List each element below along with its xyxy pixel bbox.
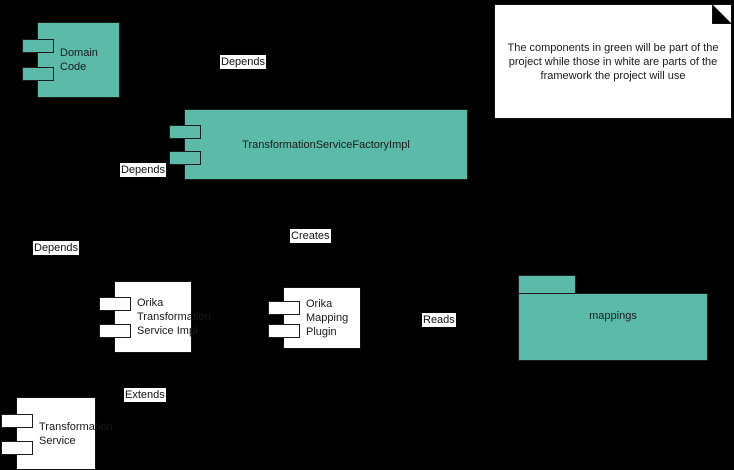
component-label: Orika Mapping Plugin — [306, 298, 349, 338]
component-port-icon — [169, 125, 201, 140]
component-transformation-service[interactable]: Transformation Service — [1, 397, 113, 470]
component-port-icon — [268, 324, 300, 338]
package-body — [518, 293, 708, 361]
component-port-icon — [99, 297, 131, 312]
component-transformation-service-factory-impl[interactable]: TransformationServiceFactoryImpl — [169, 109, 468, 180]
package-tab — [518, 275, 576, 293]
component-port-icon — [22, 39, 54, 54]
component-label: TransformationServiceFactoryImpl — [242, 138, 410, 151]
package-label: mappings — [589, 310, 637, 322]
relationship-label-depends-impl-to-plugin[interactable]: Depends — [33, 241, 80, 255]
note-fold-corner-icon — [712, 4, 732, 24]
component-port-icon — [1, 440, 33, 455]
relationship-label-depends-domain-to-factory[interactable]: Depends — [220, 55, 267, 69]
component-port-icon — [99, 324, 131, 338]
component-orika-mapping-plugin[interactable]: Orika Mapping Plugin — [268, 287, 361, 349]
component-label: Domain Code — [60, 47, 98, 73]
component-label: Orika Transformation Service Impl — [137, 297, 211, 337]
note-text: The components in green will be part of … — [507, 42, 719, 82]
component-domain-code[interactable]: Domain Code — [22, 22, 120, 98]
relationship-label-extends-impl-to-service[interactable]: Extends — [124, 388, 166, 402]
component-port-icon — [169, 151, 201, 166]
component-label: Transformation Service — [39, 420, 113, 447]
note-legend-note[interactable]: The components in green will be part of … — [494, 4, 732, 119]
relationship-label-depends-factory-to-impl[interactable]: Depends — [120, 163, 167, 177]
relationship-label-reads-plugin-to-mappings[interactable]: Reads — [422, 313, 456, 327]
component-port-icon — [1, 413, 33, 428]
component-port-icon — [22, 67, 54, 82]
component-orika-transformation-service-impl[interactable]: Orika Transformation Service Impl — [99, 281, 211, 353]
component-port-icon — [268, 301, 300, 316]
relationship-label-creates-factory-to-impl[interactable]: Creates — [290, 229, 331, 243]
